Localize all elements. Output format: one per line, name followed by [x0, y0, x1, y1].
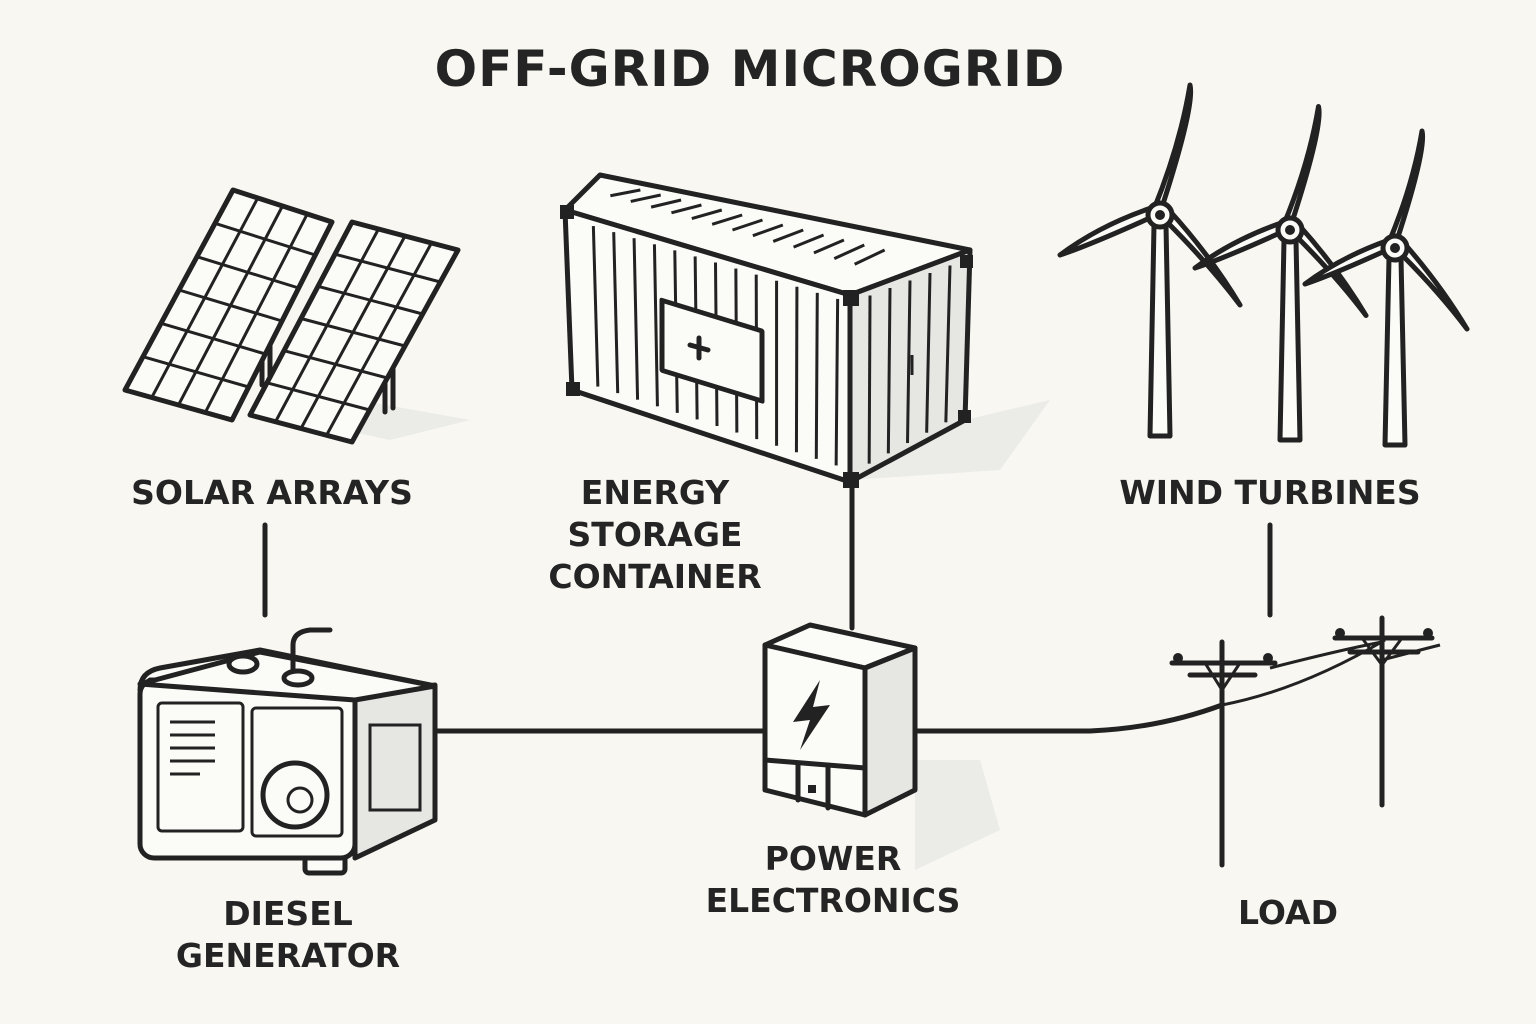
load-power-poles-icon [1169, 615, 1441, 868]
diesel-generator-label: DIESEL GENERATOR [176, 893, 400, 977]
solar-arrays-label: SOLAR ARRAYS [131, 473, 413, 512]
wind-turbines-label: WIND TURBINES [1119, 473, 1421, 512]
energy-storage-label: ENERGY STORAGE CONTAINER [548, 472, 761, 598]
connector-load [913, 702, 1225, 734]
diesel-generator-icon [137, 627, 438, 876]
solar-arrays-icon [122, 187, 470, 445]
load-label: LOAD [1238, 893, 1338, 932]
energy-storage-container-icon [560, 172, 1050, 488]
label-line: ELECTRONICS [705, 881, 961, 920]
label-line: CONTAINER [548, 557, 762, 596]
label-line: DIESEL [223, 894, 353, 933]
label-line: STORAGE [567, 515, 743, 554]
connectors [262, 482, 1273, 734]
page-title: OFF-GRID MICROGRID [434, 40, 1066, 98]
label-line: ENERGY [580, 473, 730, 512]
label-line: GENERATOR [175, 936, 401, 975]
power-electronics-label: POWER ELECTRONICS [706, 838, 961, 922]
power-electronics-icon [762, 622, 1000, 870]
label-line: POWER [764, 839, 902, 878]
wind-turbines-icon [1057, 82, 1470, 448]
